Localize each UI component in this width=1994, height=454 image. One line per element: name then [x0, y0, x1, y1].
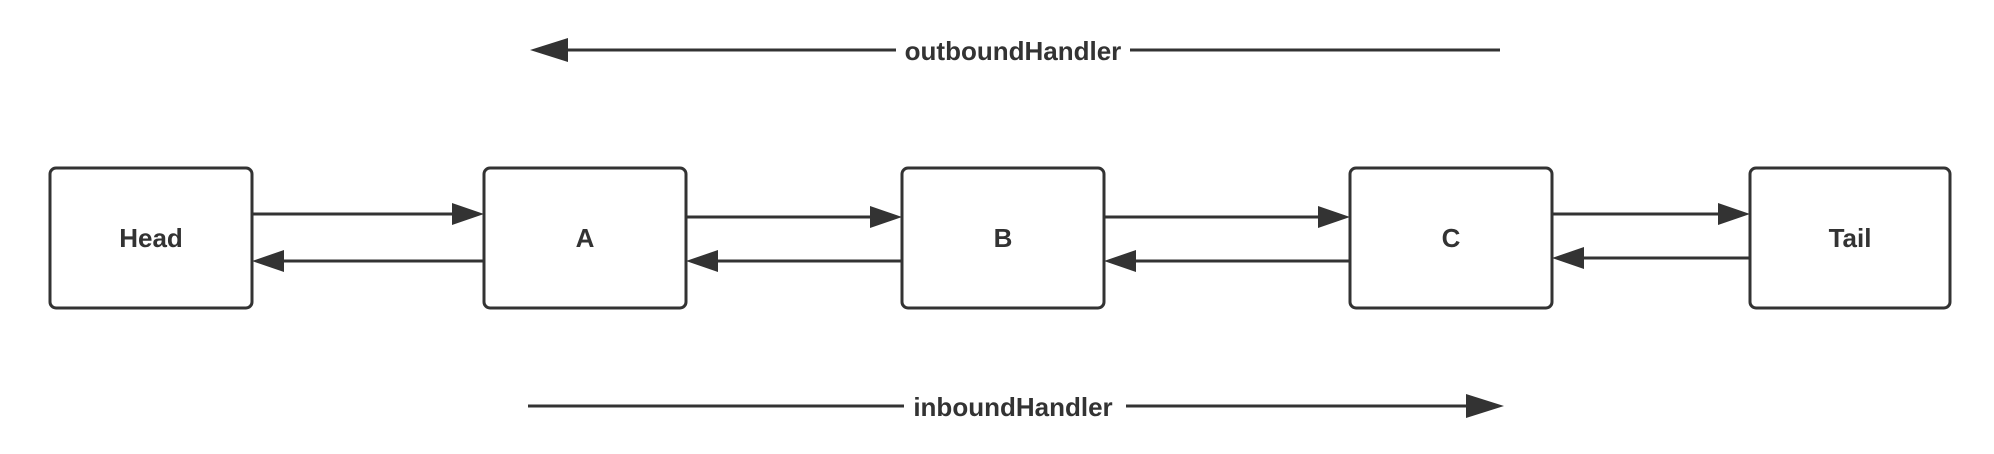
edge-c-to-tail-arrowhead [1718, 203, 1750, 225]
inbound-flow-label: inboundHandler [913, 392, 1112, 422]
outbound-flow-label-bg [896, 34, 1130, 66]
edge-tail-to-c-arrowhead [1552, 247, 1584, 269]
node-tail-box [1748, 166, 1952, 310]
inbound-flow-arrowhead [1466, 394, 1504, 418]
outbound-flow-arrowhead [530, 38, 568, 62]
node-c: C [1348, 166, 1554, 310]
node-c-box [1348, 166, 1554, 310]
outbound-flow-label: outboundHandler [905, 36, 1122, 66]
node-a: A [482, 166, 688, 310]
node-b-label: B [994, 223, 1013, 253]
node-head-label: Head [119, 223, 183, 253]
edge-b-to-c-arrowhead [1318, 206, 1350, 228]
nodes: Head A B C Tail [48, 166, 1952, 310]
outbound-flow: outboundHandler [530, 34, 1500, 66]
node-b-box [900, 166, 1106, 310]
edge-c-to-b-arrowhead [1104, 250, 1136, 272]
node-b: B [900, 166, 1106, 310]
edge-head-to-a-arrowhead [452, 203, 484, 225]
edge-a-to-head-arrowhead [252, 250, 284, 272]
edges [252, 203, 1750, 272]
node-tail: Tail [1748, 166, 1952, 310]
node-head: Head [48, 166, 254, 310]
node-a-box [482, 166, 688, 310]
node-tail-label: Tail [1829, 223, 1872, 253]
inbound-flow-label-bg [904, 390, 1126, 422]
edge-b-to-a-arrowhead [686, 250, 718, 272]
edge-a-to-b-arrowhead [870, 206, 902, 228]
node-head-box [48, 166, 254, 310]
node-c-label: C [1442, 223, 1461, 253]
inbound-flow: inboundHandler [528, 390, 1504, 422]
node-a-label: A [576, 223, 595, 253]
